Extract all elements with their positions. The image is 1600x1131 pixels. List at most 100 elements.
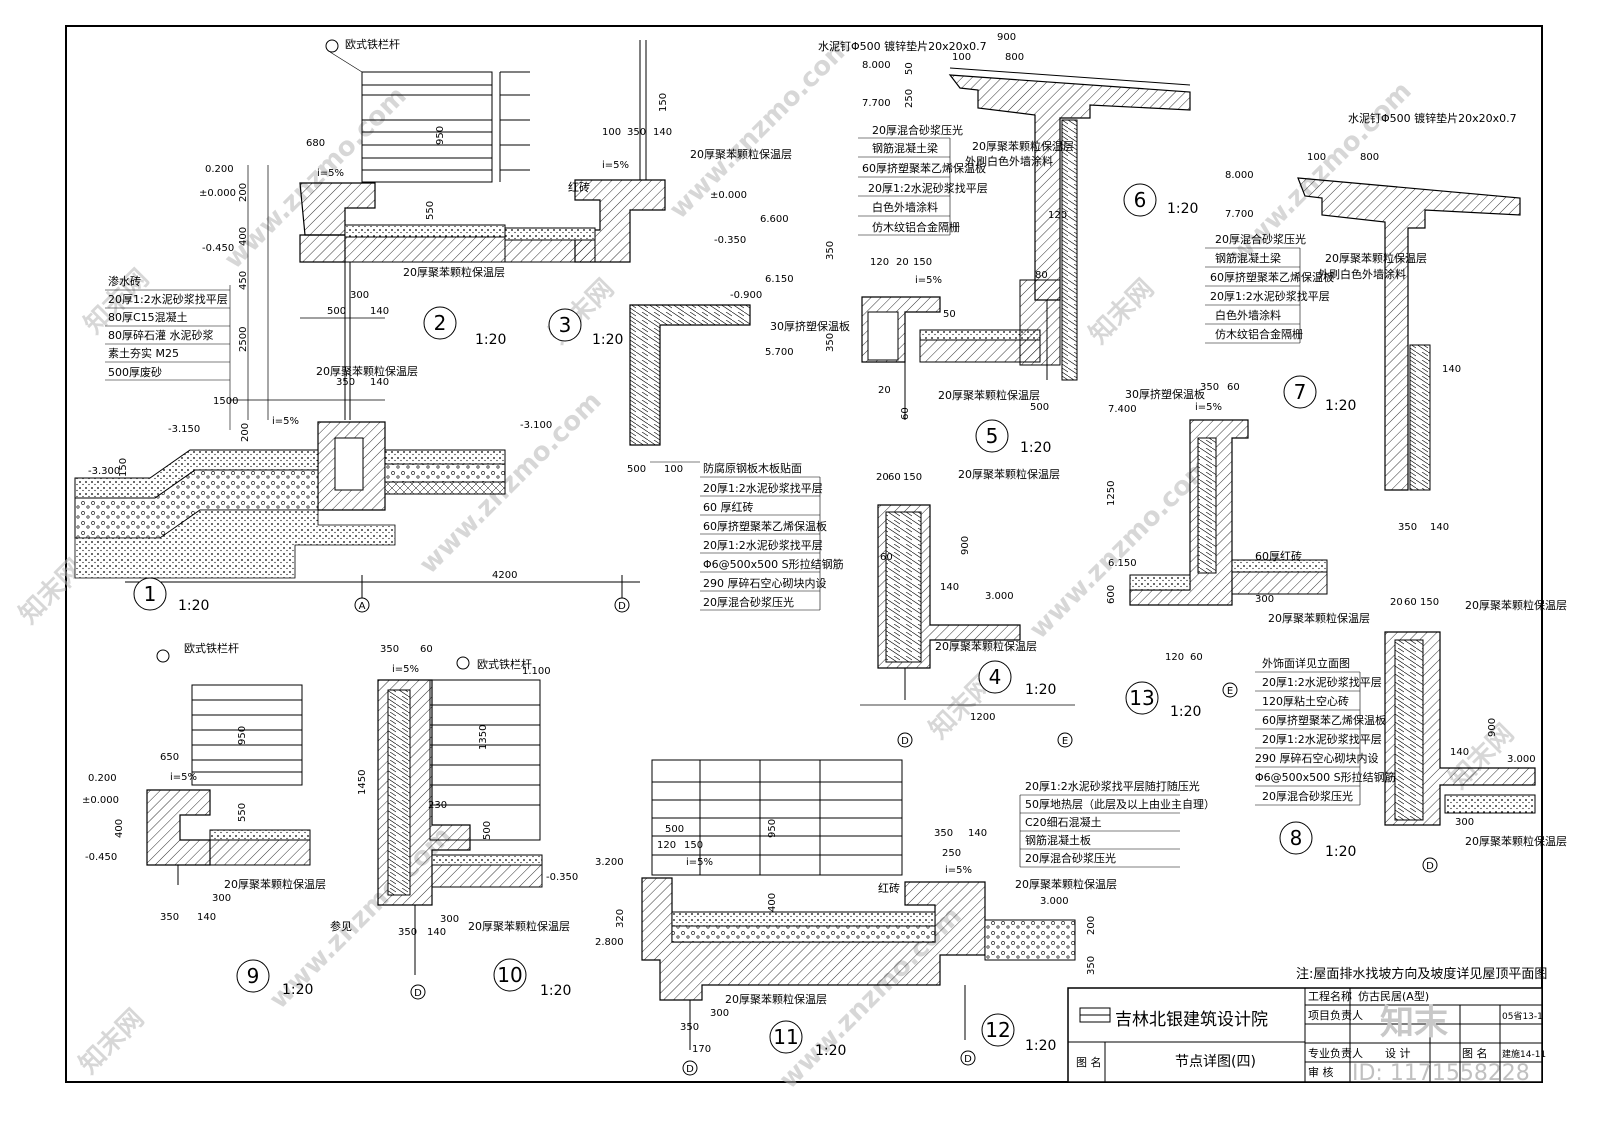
dim-text: 900 bbox=[1487, 718, 1498, 737]
dim-text: 1200 bbox=[970, 712, 995, 723]
layer-text: 60厚挤塑聚苯乙烯保温板 bbox=[1210, 270, 1334, 284]
level-text: -0.900 bbox=[730, 290, 762, 301]
detail-number: 12 bbox=[985, 1018, 1010, 1042]
dim-text: 350 bbox=[398, 927, 417, 938]
detail-13: 30厚挤塑保温板 350 60 7.400 6.150 1250 600 60厚… bbox=[1106, 382, 1370, 720]
dim-text: 230 bbox=[428, 800, 447, 811]
dim-text: 250 bbox=[942, 848, 961, 859]
dim-text: 350 bbox=[680, 1022, 699, 1033]
layer-text: 仿木纹铝合金隔栅 bbox=[1215, 327, 1303, 341]
level-text: 8.000 bbox=[862, 60, 891, 71]
detail-number: 9 bbox=[247, 964, 260, 988]
company-name: 吉林北银建筑设计院 bbox=[1115, 1010, 1268, 1030]
dim-text: 300 bbox=[1255, 594, 1274, 605]
layer-text: 20厚1:2水泥砂浆找平层 bbox=[703, 538, 823, 552]
dim-text: 300 bbox=[710, 1008, 729, 1019]
detail-7: 水泥钉Φ500 镀锌垫片20x20x0.7 100 800 8.000 7.70… bbox=[1205, 111, 1521, 533]
dim-text: 60 bbox=[1404, 597, 1417, 608]
detail-scale: 1:20 bbox=[1020, 440, 1051, 456]
dim-text: 170 bbox=[692, 1044, 711, 1055]
dim-text: 60 bbox=[420, 644, 433, 655]
layer-text: 渗水砖 bbox=[108, 274, 141, 288]
detail-scale: 1:20 bbox=[592, 332, 623, 348]
level-text: -3.300 bbox=[88, 466, 120, 477]
dim-text: 350 bbox=[1200, 382, 1219, 393]
slope-text: i=5% bbox=[317, 168, 344, 179]
dim-text: 80 bbox=[1035, 270, 1048, 281]
dim-text: 150 bbox=[658, 93, 669, 112]
layer-text: 20厚1:2水泥砂浆找平层随打随压光 bbox=[1025, 779, 1200, 793]
layer-text: 外刷白色外墙涂料 bbox=[1318, 267, 1406, 281]
detail-11: 20厚1:2水泥砂浆找平层随打随压光 50厚地热层（此层及以上由业主自理） C2… bbox=[595, 759, 1215, 1076]
layer-text: 290 厚碎石空心砌块内设 bbox=[1255, 751, 1379, 765]
dim-text: 50 bbox=[904, 62, 915, 75]
level-text: 0.200 bbox=[205, 164, 234, 175]
dim-text: 1250 bbox=[1106, 481, 1117, 506]
layer-text: 钢筋混凝土板 bbox=[1025, 833, 1091, 847]
detail-number: 3 bbox=[559, 313, 572, 337]
axis-label: E bbox=[1062, 736, 1068, 747]
dim-text: 100 bbox=[1307, 152, 1326, 163]
dim-text: 200 bbox=[240, 423, 251, 442]
level-text: 0.200 bbox=[88, 773, 117, 784]
dim-text: 4200 bbox=[492, 570, 517, 581]
detail-scale: 1:20 bbox=[815, 1043, 846, 1059]
detail-number: 11 bbox=[773, 1025, 798, 1049]
dim-text: 60 bbox=[1190, 652, 1203, 663]
detail-scale: 1:20 bbox=[1325, 844, 1356, 860]
level-text: 2.800 bbox=[595, 937, 624, 948]
insulation-label: 20厚聚苯颗粒保温层 bbox=[725, 992, 827, 1006]
axis-label: E bbox=[1227, 686, 1233, 697]
railing-label: 欧式铁栏杆 bbox=[184, 641, 239, 655]
watermark-logo: 知末 bbox=[1380, 1003, 1448, 1043]
layer-text: 60厚挤塑聚苯乙烯保温板 bbox=[703, 519, 827, 533]
level-text: -0.350 bbox=[714, 235, 746, 246]
watermark-brand-3: 知末网 bbox=[1084, 274, 1160, 350]
drawing-name-label: 图 名 bbox=[1076, 1055, 1102, 1069]
dim-text: 150 bbox=[684, 840, 703, 851]
detail-number: 5 bbox=[986, 424, 999, 448]
level-text: -0.450 bbox=[85, 852, 117, 863]
layer-text: 20厚聚苯颗粒保温层 bbox=[972, 139, 1074, 153]
dim-text: 900 bbox=[960, 536, 971, 555]
dim-text: 950 bbox=[767, 819, 778, 838]
watermark-brand-7: 知末网 bbox=[74, 1004, 150, 1080]
dim-text: 100 bbox=[664, 464, 683, 475]
detail-1: A D 欧式铁栏杆 680 i=5% 950 550 0.200 ±0.000 … bbox=[74, 37, 640, 614]
dim-text: 200 bbox=[1086, 916, 1097, 935]
level-text: 6.150 bbox=[1108, 558, 1137, 569]
dim-text: 550 bbox=[237, 803, 248, 822]
layer-text: 20厚1:2水泥砂浆找平层 bbox=[108, 292, 228, 306]
layer-text: Φ6@500x500 S形拉结钢筋 bbox=[703, 557, 844, 571]
dim-text: 500 bbox=[327, 306, 346, 317]
dim-text: 140 bbox=[968, 828, 987, 839]
detail-scale: 1:20 bbox=[1025, 1038, 1056, 1054]
layer-text: 20厚1:2水泥砂浆找平层 bbox=[1262, 675, 1382, 689]
watermark-site-2: www.znzmo.com bbox=[664, 31, 858, 225]
detail-number: 2 bbox=[434, 311, 447, 335]
dim-text: 500 bbox=[627, 464, 646, 475]
detail-scale: 1:20 bbox=[1325, 398, 1356, 414]
layer-text: 50厚地热层（此层及以上由业主自理） bbox=[1025, 797, 1215, 811]
dim-text: 20 bbox=[878, 385, 891, 396]
level-text: 3.200 bbox=[595, 857, 624, 868]
layer-text: 30厚挤塑保温板 bbox=[1125, 387, 1205, 401]
layer-text: 80厚碎石灌 水泥砂浆 bbox=[108, 328, 214, 342]
dim-text: 60 bbox=[888, 472, 901, 483]
layer-text: 20厚混合砂浆压光 bbox=[703, 595, 794, 609]
dim-text: 120 bbox=[1048, 210, 1067, 221]
dim-text: 450 bbox=[238, 271, 249, 290]
tb-project-lead-label: 项目负责人 bbox=[1308, 1008, 1363, 1022]
dim-text: 140 bbox=[1450, 747, 1469, 758]
level-text: 5.700 bbox=[765, 347, 794, 358]
tb-dwgno: 建施14-11 bbox=[1502, 1048, 1546, 1060]
slope-text: i=5% bbox=[602, 160, 629, 171]
dim-text: 600 bbox=[1106, 585, 1117, 604]
axis-label: D bbox=[964, 1054, 972, 1065]
layer-text: 30厚挤塑保温板 bbox=[770, 319, 850, 333]
layer-text: 60厚挤塑聚苯乙烯保温板 bbox=[862, 161, 986, 175]
railing-label: 欧式铁栏杆 bbox=[345, 37, 400, 51]
layer-text: 防腐原钢板木板贴面 bbox=[703, 461, 802, 475]
nail-label: 水泥钉Φ500 镀锌垫片20x20x0.7 bbox=[1348, 111, 1517, 125]
